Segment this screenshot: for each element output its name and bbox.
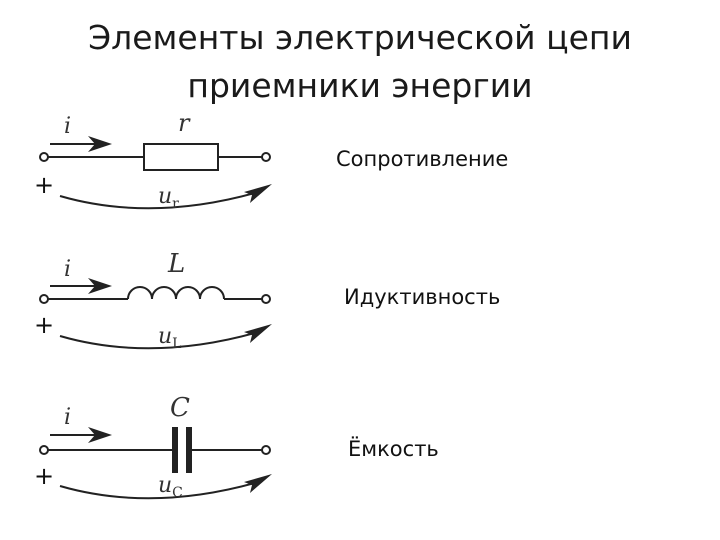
voltage-arrow-arc: [59, 332, 256, 350]
element-symbol: L: [167, 249, 185, 279]
left-terminal: [39, 294, 49, 304]
current-symbol: i: [64, 405, 71, 430]
voltage-arrow-arc: [59, 482, 256, 500]
current-symbol: i: [64, 257, 71, 282]
inductor-coil: [127, 286, 225, 300]
polarity-plus: +: [34, 311, 54, 339]
capacitor-plate-right: [186, 427, 192, 473]
slide-title: Элементы электрической цепи приемники эн…: [0, 14, 720, 110]
voltage-arrow-head: [244, 324, 272, 343]
voltage-symbol: ur: [158, 184, 179, 212]
capacitor-circuit: i C + uC: [34, 393, 272, 501]
resistance-label: Сопротивление: [336, 147, 509, 171]
inductor-circuit: i L + uL: [34, 249, 272, 352]
polarity-plus: +: [34, 171, 54, 199]
capacitance-label: Ёмкость: [348, 437, 439, 461]
inductance-label: Идуктивность: [344, 285, 501, 309]
voltage-arrow-head: [244, 474, 272, 493]
voltage-symbol: uC: [158, 473, 183, 501]
current-symbol: i: [64, 114, 71, 139]
element-symbol: r: [178, 109, 191, 137]
left-terminal: [39, 445, 49, 455]
resistor-circuit: i r + ur: [34, 109, 272, 212]
voltage-arrow-arc: [59, 192, 256, 210]
current-arrow-head: [88, 136, 112, 152]
resistor-symbol: [143, 143, 219, 171]
voltage-arrow-head: [244, 184, 272, 203]
title-line-2: приемники энергии: [187, 66, 533, 105]
right-terminal: [261, 445, 271, 455]
current-arrow-head: [88, 427, 112, 443]
element-symbol: C: [170, 393, 190, 423]
current-arrow-head: [88, 278, 112, 294]
right-terminal: [261, 294, 271, 304]
title-line-1: Элементы электрической цепи: [88, 18, 632, 57]
right-terminal: [261, 152, 271, 162]
capacitor-plate-left: [172, 427, 178, 473]
left-terminal: [39, 152, 49, 162]
polarity-plus: +: [34, 462, 54, 490]
voltage-symbol: uL: [158, 324, 181, 352]
